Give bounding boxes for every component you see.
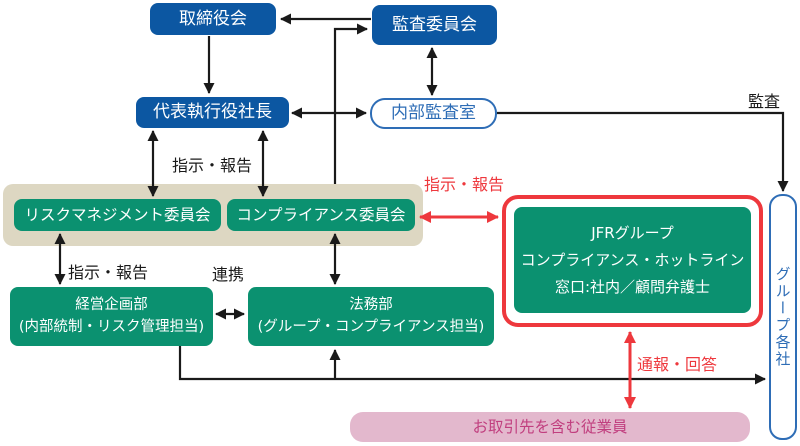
node-legal-dept: 法務部 (グループ・コンプライアンス担当) — [248, 287, 494, 346]
node-employees: お取引先を含む従業員 — [350, 412, 750, 442]
label-instruction-report-left: 指示・報告 — [68, 263, 149, 282]
node-risk-management-committee: リスクマネジメント委員会 — [14, 199, 221, 231]
node-compliance-committee: コンプライアンス委員会 — [227, 199, 415, 231]
node-hotline: JFRグループ コンプライアンス・ホットライン 窓口:社内／顧問弁護士 — [514, 207, 751, 313]
node-group-companies: グループ各社 — [769, 194, 797, 440]
arrow-internal-audit-to-group-companies — [497, 111, 789, 192]
group-companies-label: グループ各社 — [773, 266, 792, 368]
label-cooperation: 連携 — [212, 265, 245, 284]
node-president: 代表執行役社長 — [136, 97, 289, 128]
node-internal-audit-office: 内部監査室 — [370, 98, 497, 129]
node-audit-committee: 監査委員会 — [372, 5, 497, 45]
arrow-committees-to-audit-committee — [333, 23, 368, 184]
node-corporate-planning-dept: 経営企画部 (内部統制・リスク管理担当) — [10, 287, 213, 346]
label-instruction-report-red: 指示・報告 — [424, 175, 505, 194]
node-board-of-directors: 取締役会 — [150, 3, 276, 35]
label-audit: 監査 — [748, 92, 781, 111]
label-instruction-report-top: 指示・報告 — [172, 156, 253, 175]
label-report-response: 通報・回答 — [637, 355, 718, 374]
